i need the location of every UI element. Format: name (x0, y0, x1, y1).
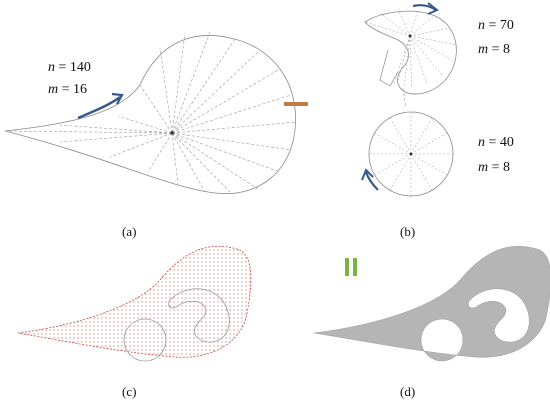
equals-sign-icon (345, 258, 357, 276)
panel-a-label: (a) (122, 224, 137, 239)
panel-d-label: (d) (400, 384, 416, 399)
panel-c-shape (17, 245, 252, 362)
panel-a-spokes (4, 31, 297, 195)
panel-a-n-param: n = 140 (48, 60, 91, 75)
panel-b-label: (b) (400, 224, 416, 239)
panel-b-bottom-spokes (369, 112, 453, 196)
panel-b-bottom-n-param: n = 40 (478, 135, 514, 150)
panel-a-m-param: m = 16 (48, 82, 88, 97)
panel-c-label: (c) (122, 384, 137, 399)
minus-sign-icon (284, 102, 308, 106)
rotation-arrow-a-icon (77, 92, 124, 120)
rotation-arrow-b-bottom-icon (361, 168, 379, 191)
panel-d-shape (313, 246, 550, 362)
panel-b-top-n-param: n = 70 (478, 18, 514, 33)
panel-b-top-shape (364, 8, 459, 109)
panel-a-shape (4, 31, 297, 195)
panel-b-bottom-shape (368, 111, 454, 197)
panel-b-top-spokes (364, 8, 459, 87)
rotation-arrow-b-top-icon (412, 2, 439, 15)
panel-b-bottom-m-param: m = 8 (478, 160, 511, 175)
panel-b-top-m-param: m = 8 (478, 42, 511, 57)
